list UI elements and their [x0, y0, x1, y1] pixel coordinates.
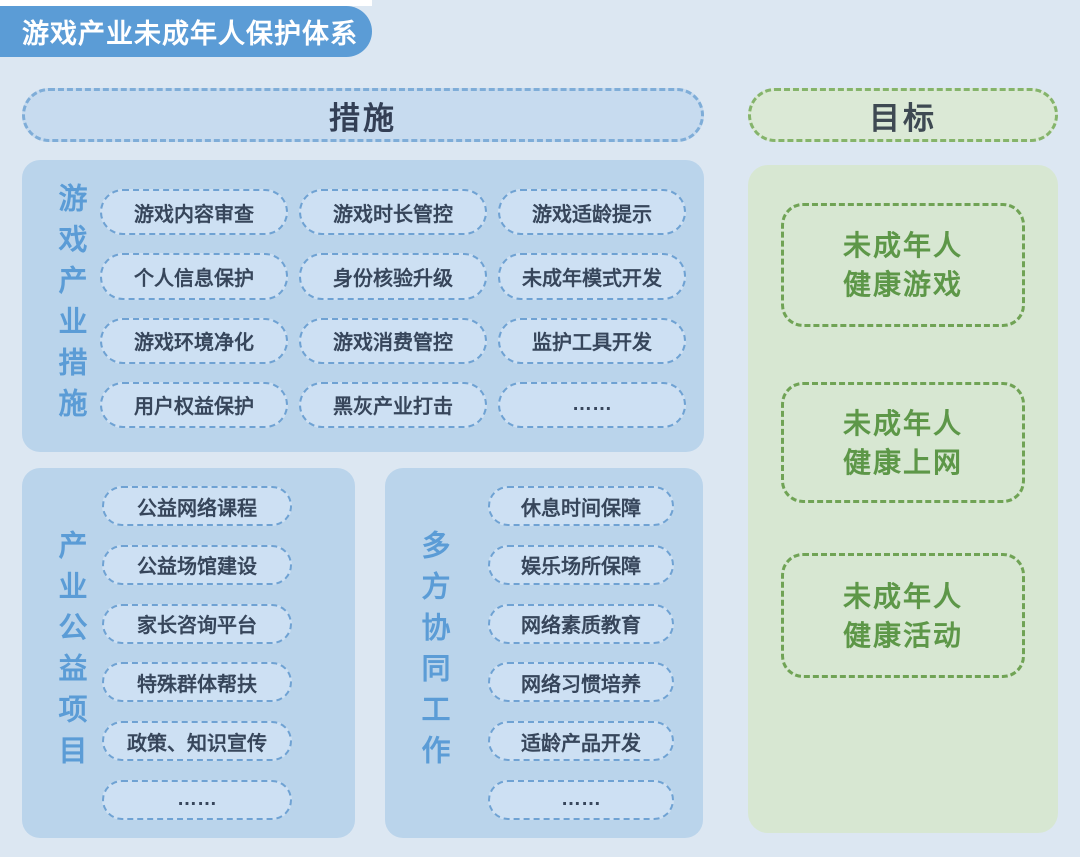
section-multi-party-collaboration: 多方协同工作 休息时间保障 娱乐场所保障 网络素质教育 网络习惯培养 适龄产品开… — [385, 468, 703, 838]
measure-pill: 游戏时长管控 — [299, 189, 487, 236]
section-label-public-welfare: 产业公益项目 — [54, 530, 86, 776]
title-badge: 游戏产业未成年人保护体系 — [0, 6, 372, 57]
section-industry-measures: 游戏产业措施 游戏内容审查 游戏时长管控 游戏适龄提示 个人信息保护 身份核验升… — [22, 160, 704, 452]
measure-pill: 游戏消费管控 — [299, 317, 487, 364]
measure-pill: 游戏适龄提示 — [498, 189, 686, 236]
welfare-pill-ellipsis: …… — [102, 779, 292, 820]
goal-line: 未成年人 — [842, 580, 963, 612]
goal-line: 未成年人 — [842, 230, 963, 261]
measure-pill: 游戏环境净化 — [100, 317, 288, 364]
welfare-pill: 家长咨询平台 — [102, 603, 292, 644]
goal-line: 健康上网 — [842, 446, 963, 478]
goal-box-healthy-internet: 未成年人 健康上网 — [781, 382, 1025, 503]
goal-line: 健康活动 — [842, 619, 963, 651]
collaboration-pill: 娱乐场所保障 — [488, 544, 674, 585]
collaboration-pill: 适龄产品开发 — [488, 721, 674, 762]
top-edge-strip — [0, 0, 372, 6]
collaboration-pill: 网络素质教育 — [488, 603, 674, 644]
section-label-multi-party: 多方协同工作 — [417, 530, 449, 776]
measure-pill: 用户权益保护 — [100, 381, 288, 428]
measure-pill-ellipsis: …… — [498, 381, 686, 428]
goals-header-label: 目标 — [869, 100, 937, 136]
measures-header-label: 措施 — [329, 100, 397, 136]
section-public-welfare-projects: 产业公益项目 公益网络课程 公益场馆建设 家长咨询平台 特殊群体帮扶 政策、知识… — [22, 468, 355, 838]
section-label-industry-measures: 游戏产业措施 — [54, 183, 86, 429]
industry-measures-grid: 游戏内容审查 游戏时长管控 游戏适龄提示 个人信息保护 身份核验升级 未成年模式… — [100, 189, 686, 428]
welfare-pill: 公益场馆建设 — [102, 544, 292, 585]
measure-pill: 监护工具开发 — [498, 317, 686, 364]
measure-pill: 个人信息保护 — [100, 253, 288, 300]
measure-pill: 身份核验升级 — [299, 253, 487, 300]
goal-line: 未成年人 — [842, 407, 963, 439]
multi-party-list: 休息时间保障 娱乐场所保障 网络素质教育 网络习惯培养 适龄产品开发 …… — [488, 486, 674, 820]
welfare-pill: 特殊群体帮扶 — [102, 662, 292, 703]
goals-column-header: 目标 — [748, 88, 1058, 142]
title-badge-label: 游戏产业未成年人保护体系 — [22, 19, 358, 49]
measure-pill: 游戏内容审查 — [100, 189, 288, 236]
public-welfare-list: 公益网络课程 公益场馆建设 家长咨询平台 特殊群体帮扶 政策、知识宣传 …… — [102, 486, 292, 820]
measures-column-header: 措施 — [22, 88, 704, 142]
goal-line: 健康游戏 — [842, 269, 963, 300]
measure-pill: 黑灰产业打击 — [299, 381, 487, 428]
goal-box-healthy-activities: 未成年人 健康活动 — [781, 553, 1025, 678]
measure-pill: 未成年模式开发 — [498, 253, 686, 300]
collaboration-pill: 网络习惯培养 — [488, 662, 674, 703]
welfare-pill: 政策、知识宣传 — [102, 721, 292, 762]
collaboration-pill: 休息时间保障 — [488, 486, 674, 526]
goal-box-healthy-gaming: 未成年人 健康游戏 — [781, 203, 1025, 327]
collaboration-pill-ellipsis: …… — [488, 779, 674, 820]
welfare-pill: 公益网络课程 — [102, 486, 292, 526]
goals-panel: 未成年人 健康游戏 未成年人 健康上网 未成年人 健康活动 — [748, 165, 1058, 833]
